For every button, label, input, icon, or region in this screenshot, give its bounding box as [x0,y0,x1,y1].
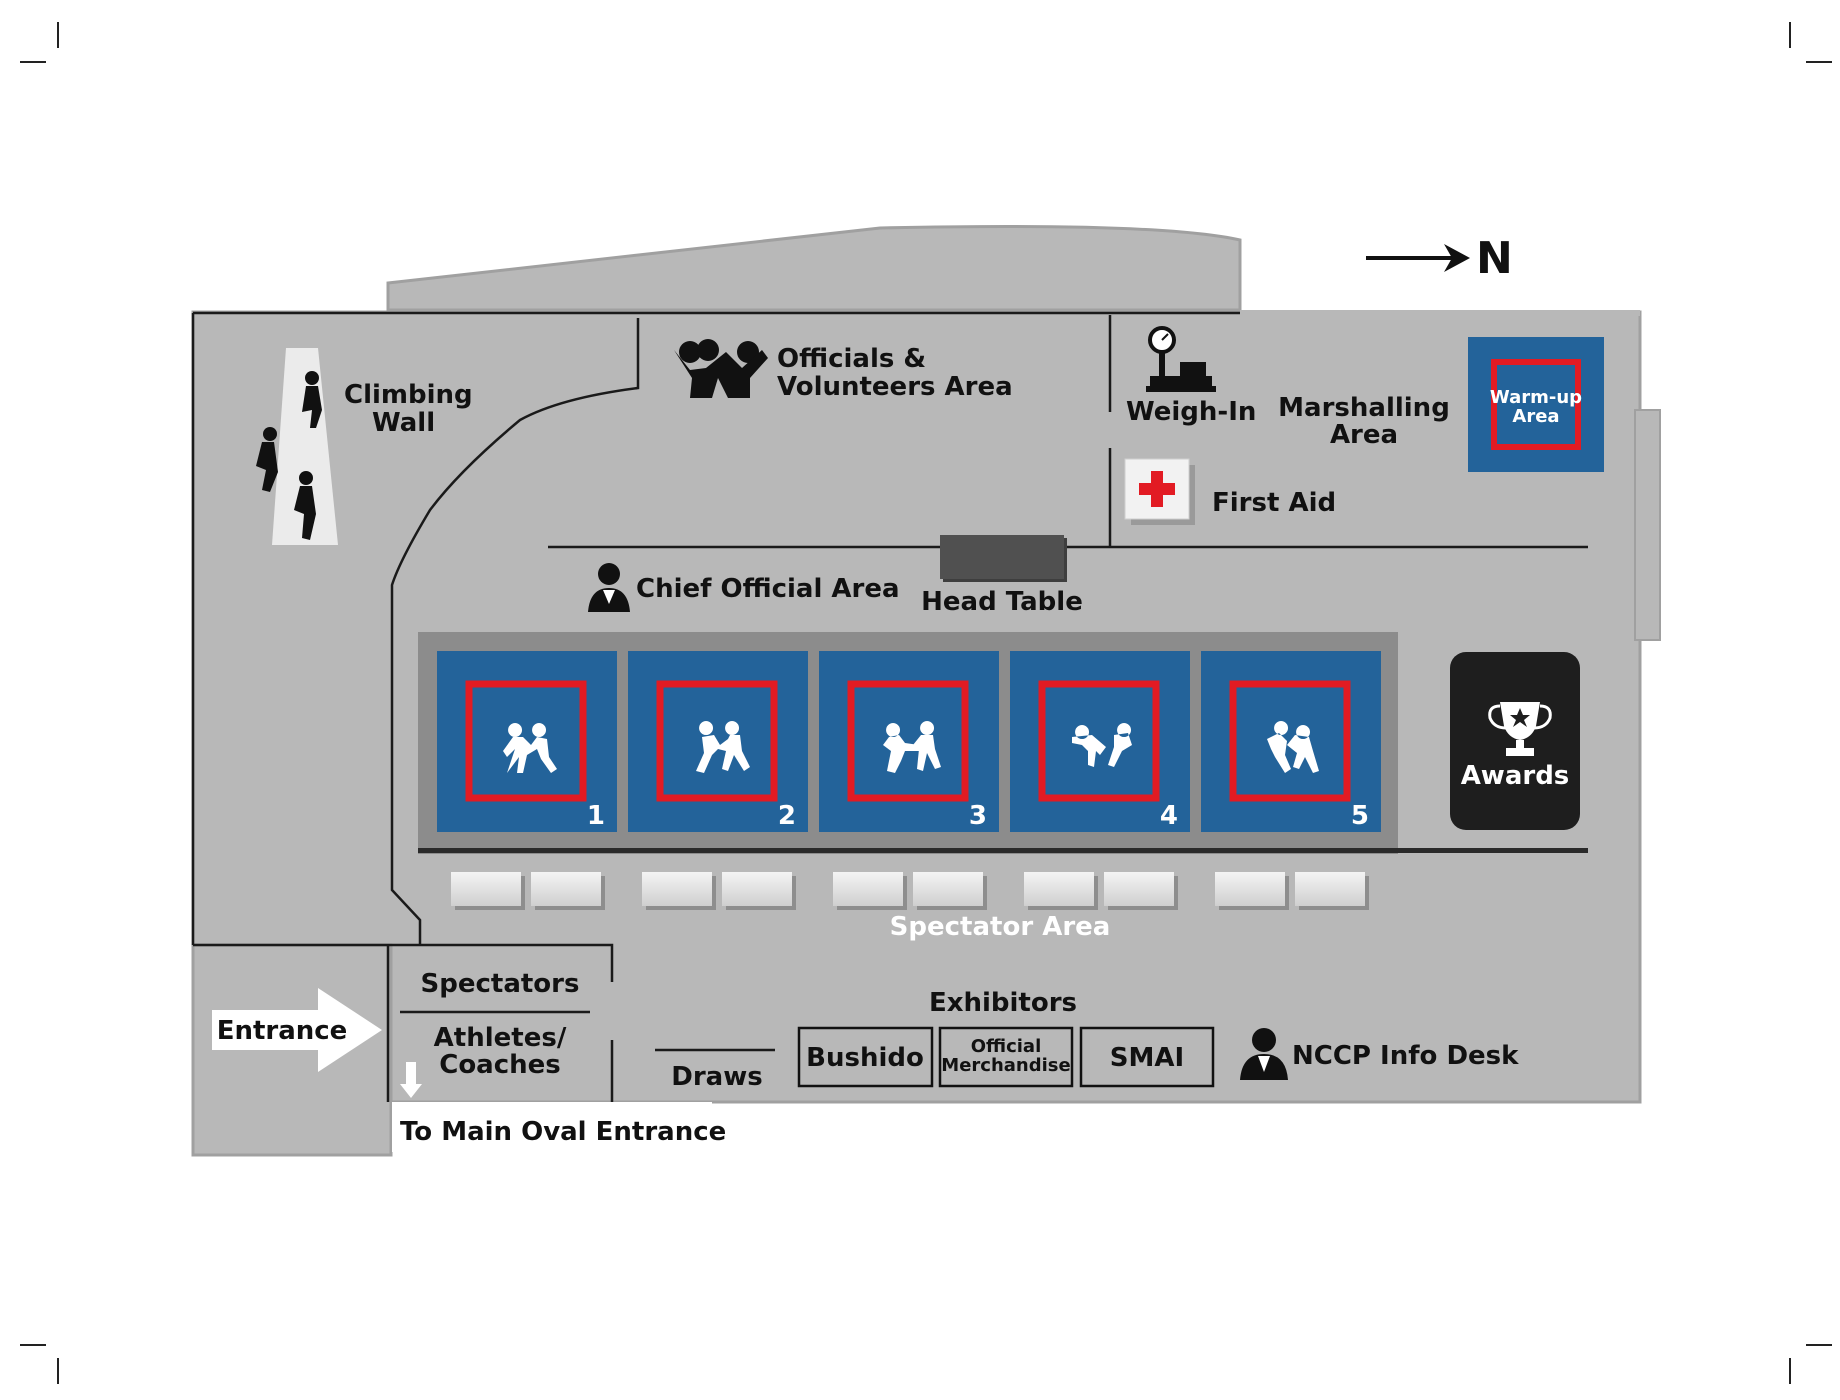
chief-official-label: Chief Official Area [636,574,900,604]
weigh-in-label: Weigh-In [1126,397,1256,427]
ring-4: 4 [1010,651,1190,832]
ring-number: 2 [778,801,796,831]
marshalling-label-1: Marshalling [1278,393,1450,423]
first-aid-label: First Aid [1212,488,1336,518]
awards-label: Awards [1461,761,1570,791]
nccp-info-desk: NCCP Info Desk [1240,1028,1519,1080]
crop-marks [20,22,1832,1384]
warm-up-label-1: Warm-up [1490,387,1582,408]
draws-label: Draws [671,1062,762,1092]
spectator-bench [451,872,525,910]
weigh-in-area: Weigh-In [1126,326,1256,427]
main-oval-exit[interactable]: To Main Oval Entrance [392,1062,726,1152]
exhibitors-area: Exhibitors Bushido Official Merchandise … [797,988,1215,1088]
kick-icon [883,721,941,773]
merchandise-label-1: Official [971,1036,1042,1057]
ring-boundary [1038,680,1160,802]
north-arrow-icon [1444,244,1470,272]
grappling-icon [503,723,557,773]
spectator-bench [1295,872,1369,910]
entrance-label: Entrance [217,1016,348,1046]
officials-label-1: Officials & [777,344,926,374]
spectator-benches [451,872,1369,910]
warm-up-area: Warm-up Area [1468,337,1604,472]
climbing-wall: Climbing Wall [256,348,473,545]
info-person-icon [1240,1028,1288,1080]
first-aid-area: First Aid [1124,458,1336,525]
spectator-bench [1215,872,1289,910]
trophy-icon [1488,702,1552,756]
ring-boundary [656,680,778,802]
marshalling-label-2: Area [1330,420,1398,450]
nccp-label: NCCP Info Desk [1292,1041,1519,1071]
rings-layer: 1 2 3 4 5 [437,651,1381,832]
interior-walls [191,311,1588,1102]
ring-2: 2 [628,651,808,832]
official-person-icon [588,563,630,612]
flying-kick-icon [1072,723,1132,767]
athletes-label-2: Coaches [439,1050,561,1080]
spectator-bench [1024,872,1098,910]
merchandise-label-2: Merchandise [941,1055,1070,1076]
ring-number: 5 [1351,801,1369,831]
smai-label: SMAI [1110,1043,1184,1073]
spectator-bench [1104,872,1178,910]
spectator-bench [642,872,716,910]
spectator-bench [913,872,987,910]
ring-number: 1 [587,801,605,831]
people-group-icon [674,339,768,398]
official-merchandise-booth [938,1026,1074,1088]
north-label: N [1476,233,1513,284]
scale-icon [1146,326,1216,392]
head-table-label: Head Table [921,587,1083,617]
first-aid-cross-icon [1139,471,1175,507]
competition-floor: 1 2 3 4 5 [418,632,1588,854]
spectator-bench [531,872,605,910]
down-arrow-icon [400,1062,422,1098]
ring-boundary [465,680,587,802]
entrance[interactable]: Entrance [212,988,382,1072]
spectator-area-label: Spectator Area [890,912,1111,942]
warm-up-label-2: Area [1512,406,1559,427]
head-table: Head Table [921,535,1083,617]
exhibitors-label: Exhibitors [929,988,1077,1018]
athletes-label-1: Athletes/ [434,1023,567,1053]
officials-label-2: Volunteers Area [777,372,1013,402]
spectators-athletes-entry: Spectators Athletes/ Coaches [421,969,580,1080]
north-indicator: N [1366,233,1513,284]
climbing-wall-label-1: Climbing [344,380,473,410]
officials-volunteers-area: Officials & Volunteers Area [674,339,1013,402]
marshalling-area: Marshalling Area [1278,393,1450,450]
chief-official-area: Chief Official Area [588,563,900,612]
ring-boundary [1229,680,1351,802]
climber-icon [256,371,322,540]
ring-number: 4 [1160,801,1178,831]
bushido-label: Bushido [806,1043,924,1073]
ring-boundary [847,680,969,802]
spectator-bench [722,872,796,910]
smai-booth [1079,1026,1215,1088]
spectator-bench [833,872,907,910]
ring-number: 3 [969,801,987,831]
ring-5: 5 [1201,651,1381,832]
climbing-wall-label-2: Wall [372,408,435,438]
throw-icon [1267,721,1319,773]
ring-3: 3 [819,651,999,832]
awards-area: Awards [1450,652,1580,830]
running-icon [696,721,750,773]
bushido-booth [797,1026,934,1088]
spectators-label: Spectators [421,969,580,999]
entrance-arrow-icon [212,988,382,1072]
ring-1: 1 [437,651,617,832]
to-main-oval-label: To Main Oval Entrance [400,1117,726,1147]
